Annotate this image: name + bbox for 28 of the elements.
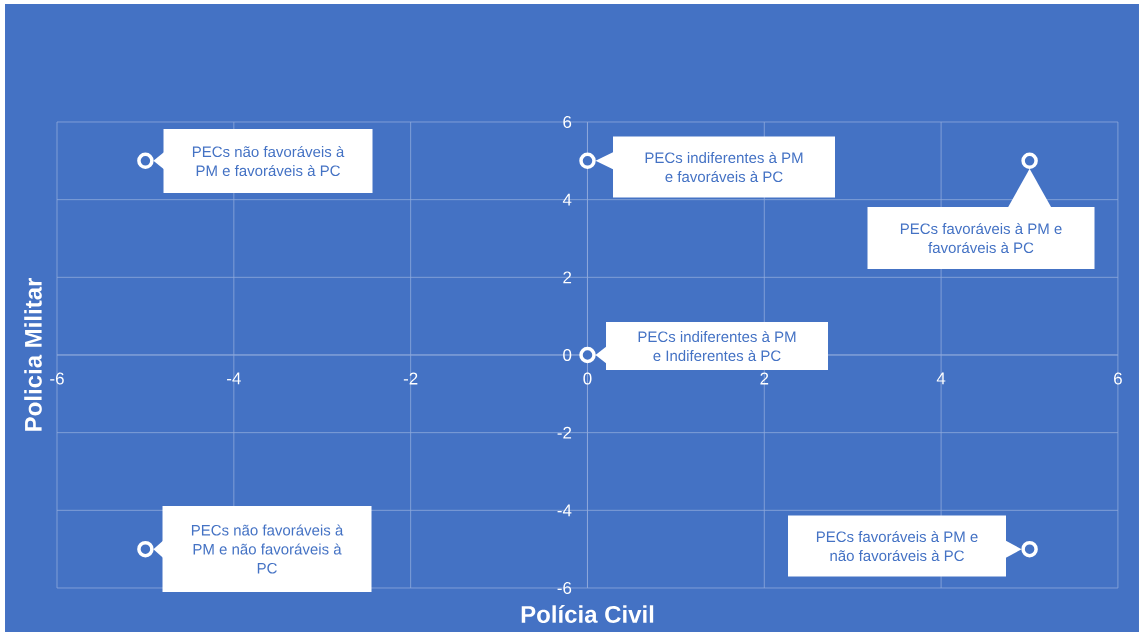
y-tick-label: 6 xyxy=(563,115,572,129)
x-tick-label: 6 xyxy=(1114,372,1122,385)
x-tick-label: 0 xyxy=(583,372,592,385)
callout: PECs indiferentes à PM e favoráveis à PC xyxy=(595,136,835,198)
annotation: PECs favoráveis à PM e não favoráveis à PC xyxy=(816,530,978,562)
annotation: PECs não favoráveis à PM e favoráveis à PC xyxy=(192,145,345,177)
axis-title: Policia Militar xyxy=(24,278,42,431)
x-tick-label: -2 xyxy=(403,372,418,385)
y-tick-label: 0 xyxy=(563,348,572,362)
annotation: PECs indiferentes à PM e Indiferentes à PC xyxy=(638,330,796,362)
axis-title: Polícia Civil xyxy=(521,605,654,623)
callout: PECs indiferentes à PM e Indiferentes à PC xyxy=(595,322,828,370)
y-tick-label: 2 xyxy=(563,271,572,284)
y-tick-label: -6 xyxy=(557,581,572,595)
callout: PECs não favoráveis à PM e não favoráveis à PC xyxy=(153,506,372,592)
callout: PECs favoráveis à PM e favoráveis à PC xyxy=(867,168,1095,269)
x-tick-label: 4 xyxy=(936,372,946,385)
callout: PECs não favoráveis à PM e favoráveis à PC xyxy=(153,129,373,193)
annotation: PECs não favoráveis à PM e não favoráveis à PC xyxy=(191,524,344,574)
annotation: PECs indiferentes à PM e favoráveis à PC xyxy=(645,151,803,183)
annotation: PECs favoráveis à PM e favoráveis à PC xyxy=(900,222,1062,254)
x-tick-label: 2 xyxy=(760,372,769,385)
x-tick-label: -4 xyxy=(227,372,241,385)
callout: PECs favoráveis à PM e não favoráveis à PC xyxy=(788,515,1022,577)
y-tick-label: -4 xyxy=(557,504,572,517)
y-tick-label: 4 xyxy=(562,193,572,206)
y-tick-label: -2 xyxy=(557,426,572,439)
x-tick-label: -6 xyxy=(50,372,64,385)
